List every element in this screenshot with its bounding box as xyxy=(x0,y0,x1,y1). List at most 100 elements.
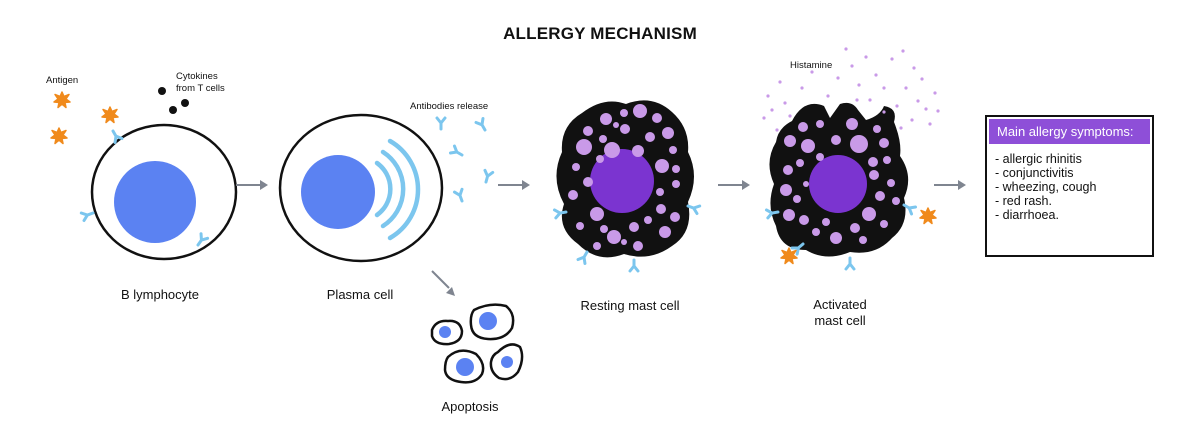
histamine-dot xyxy=(901,49,905,53)
histamine-dot xyxy=(874,73,878,77)
granules xyxy=(780,118,900,244)
histamine-dot xyxy=(800,86,804,90)
granule xyxy=(883,156,891,164)
granule xyxy=(593,242,601,250)
granule xyxy=(869,170,879,180)
granule xyxy=(799,215,809,225)
granule xyxy=(875,191,885,201)
apoptotic-cell xyxy=(469,303,515,341)
granule xyxy=(656,204,666,214)
histamine-dot xyxy=(770,108,774,112)
histamine-dot xyxy=(778,80,782,84)
granule xyxy=(613,122,619,128)
symptoms-panel: Main allergy symptoms: - allergic rhinit… xyxy=(985,115,1154,257)
antigen-label: Antigen xyxy=(46,75,79,86)
granule xyxy=(633,241,643,251)
histamine-dot xyxy=(836,76,840,80)
histamine-label: Histamine xyxy=(790,60,833,71)
histamine-dot xyxy=(766,94,770,98)
antibody-icon xyxy=(480,168,495,185)
granule xyxy=(879,138,889,148)
antibody-receptor-icon xyxy=(628,258,640,273)
arrow-right-icon xyxy=(235,179,269,191)
histamine-dot xyxy=(844,47,848,51)
granule xyxy=(629,222,639,232)
arrow-right-icon xyxy=(717,179,751,191)
granule xyxy=(583,126,593,136)
histamine-dot xyxy=(826,94,830,98)
histamine-dot xyxy=(855,98,859,102)
antibody-receptor-icon xyxy=(79,207,96,223)
endoplasmic-reticulum xyxy=(374,138,421,241)
symptoms-list: - allergic rhinitis - conjunctivitis - w… xyxy=(987,152,1152,222)
granule xyxy=(662,127,674,139)
granule xyxy=(803,181,809,187)
histamine-dot xyxy=(850,64,854,68)
cytokine-dot xyxy=(181,99,189,107)
histamine-dot xyxy=(857,83,861,87)
arrow-down-icon xyxy=(431,270,455,296)
granule xyxy=(620,124,630,134)
histamine-dot xyxy=(936,109,940,113)
granule xyxy=(830,232,842,244)
granule xyxy=(652,113,662,123)
antibody-icon xyxy=(448,144,466,160)
granule xyxy=(783,209,795,221)
granule xyxy=(621,239,627,245)
antibody-icon xyxy=(452,187,468,204)
antibody-receptor-icon xyxy=(844,256,856,271)
b-lymphocyte-nucleus xyxy=(114,161,196,243)
page-title: ALLERGY MECHANISM xyxy=(503,24,697,43)
granule xyxy=(620,109,628,117)
symptom-item: - diarrhoea. xyxy=(995,208,1059,222)
histamine-dot xyxy=(916,99,920,103)
histamine-dot xyxy=(912,66,916,70)
apoptosis-caption: Apoptosis xyxy=(441,399,499,414)
histamine-dot xyxy=(928,122,932,126)
antigen-icon xyxy=(780,247,798,265)
antigen-icon xyxy=(50,127,68,145)
symptom-item: - red rash. xyxy=(995,194,1052,208)
granule xyxy=(816,120,824,128)
granule xyxy=(892,197,900,205)
histamine-dot xyxy=(868,98,872,102)
granule xyxy=(887,179,895,187)
granule xyxy=(672,180,680,188)
b-lymphocyte-caption: B lymphocyte xyxy=(120,287,200,302)
arrow-right-icon xyxy=(933,179,967,191)
histamine-dot xyxy=(899,126,903,130)
histamine-dot xyxy=(904,86,908,90)
histamine-dot xyxy=(890,57,894,61)
histamine-dot xyxy=(882,110,886,114)
histamine-particles xyxy=(762,47,940,132)
activated-caption-line1: Activated xyxy=(813,297,867,312)
granule xyxy=(812,228,820,236)
symptom-item: - conjunctivitis xyxy=(995,166,1074,180)
activated-mast-cell-nucleus xyxy=(809,155,867,213)
activated-caption-line2: mast cell xyxy=(814,313,866,328)
granule xyxy=(873,125,881,133)
granule xyxy=(604,142,620,158)
granule xyxy=(633,104,647,118)
granule xyxy=(846,118,858,130)
granule xyxy=(644,216,652,224)
resting-mast-cell-caption: Resting mast cell xyxy=(580,298,680,313)
granule xyxy=(850,223,860,233)
histamine-dot xyxy=(882,86,886,90)
granule xyxy=(632,145,644,157)
apoptotic-cell xyxy=(489,343,524,381)
histamine-dot xyxy=(788,114,792,118)
antigen-icon xyxy=(101,106,119,124)
plasma-cell-nucleus xyxy=(301,155,375,229)
plasma-cell-caption: Plasma cell xyxy=(326,287,394,302)
cytokines-label-line1: Cytokines xyxy=(176,71,218,82)
granule xyxy=(822,218,830,226)
antibody-icon xyxy=(474,116,490,134)
antigen-icon xyxy=(53,91,71,109)
granule xyxy=(880,220,888,228)
granule xyxy=(568,190,578,200)
granule xyxy=(672,165,680,173)
cytokine-dot xyxy=(169,106,177,114)
